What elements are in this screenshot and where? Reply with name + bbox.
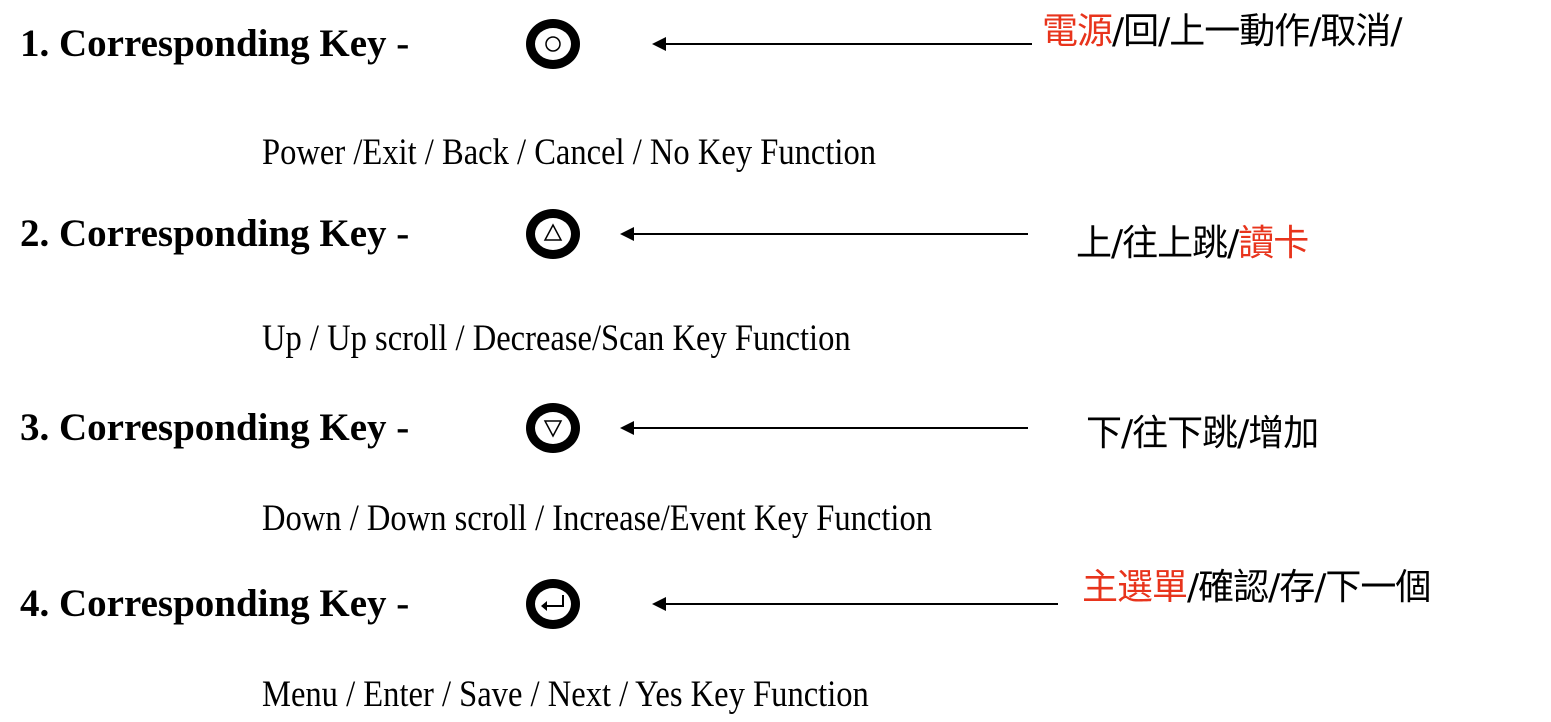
key-2-description: Up / Up scroll / Decrease/Scan Key Funct…: [262, 318, 851, 359]
key-1-chinese-highlight: 電源: [1042, 11, 1113, 52]
key-2-label: 2. Corresponding Key -: [20, 212, 410, 255]
key-4-description: Menu / Enter / Save / Next / Yes Key Fun…: [262, 674, 869, 715]
down-triangle-icon: [526, 403, 580, 453]
arrow-3: [620, 421, 1028, 435]
key-3-chinese-label: 下/往下跳/增加: [1086, 404, 1319, 464]
key-row-2: 2. Corresponding Key - 上/往上跳/讀卡: [0, 204, 1551, 264]
key-4-chinese-label: 主選單/確認/存/下一個: [1082, 558, 1431, 618]
key-2-chinese-label: 上/往上跳/讀卡: [1076, 214, 1309, 274]
key-1-chinese-label: 電源/回/上一動作/取消/: [1042, 2, 1403, 62]
key-3-description: Down / Down scroll / Increase/Event Key …: [262, 498, 933, 539]
key-1-label: 1. Corresponding Key -: [20, 22, 410, 65]
key-2-chinese-text: 上/往上跳/: [1076, 223, 1239, 264]
key-3-label: 3. Corresponding Key -: [20, 406, 410, 449]
up-triangle-icon: [526, 209, 580, 259]
key-1-chinese-text: /回/上一動作/取消/: [1112, 11, 1403, 52]
key-row-3: 3. Corresponding Key - 下/往下跳/增加: [0, 398, 1551, 458]
arrow-2: [620, 227, 1028, 241]
key-4-chinese-highlight: 主選單: [1082, 567, 1188, 608]
key-2-chinese-highlight: 讀卡: [1238, 223, 1309, 264]
key-4-label: 4. Corresponding Key -: [20, 582, 410, 625]
key-3-chinese-text: 下/往下跳/增加: [1086, 413, 1319, 454]
power-circle-icon: [526, 19, 580, 69]
key-row-4: 4. Corresponding Key - 主選單/確認/存/下一個: [0, 567, 1551, 634]
arrow-4: [652, 597, 1058, 611]
key-1-description: Power /Exit / Back / Cancel / No Key Fun…: [262, 132, 877, 173]
key-row-1: 1. Corresponding Key - 電源/回/上一動作/取消/: [0, 11, 1551, 74]
enter-return-icon: [526, 579, 580, 629]
arrow-1: [652, 37, 1032, 51]
key-4-chinese-text: /確認/存/下一個: [1187, 567, 1431, 608]
